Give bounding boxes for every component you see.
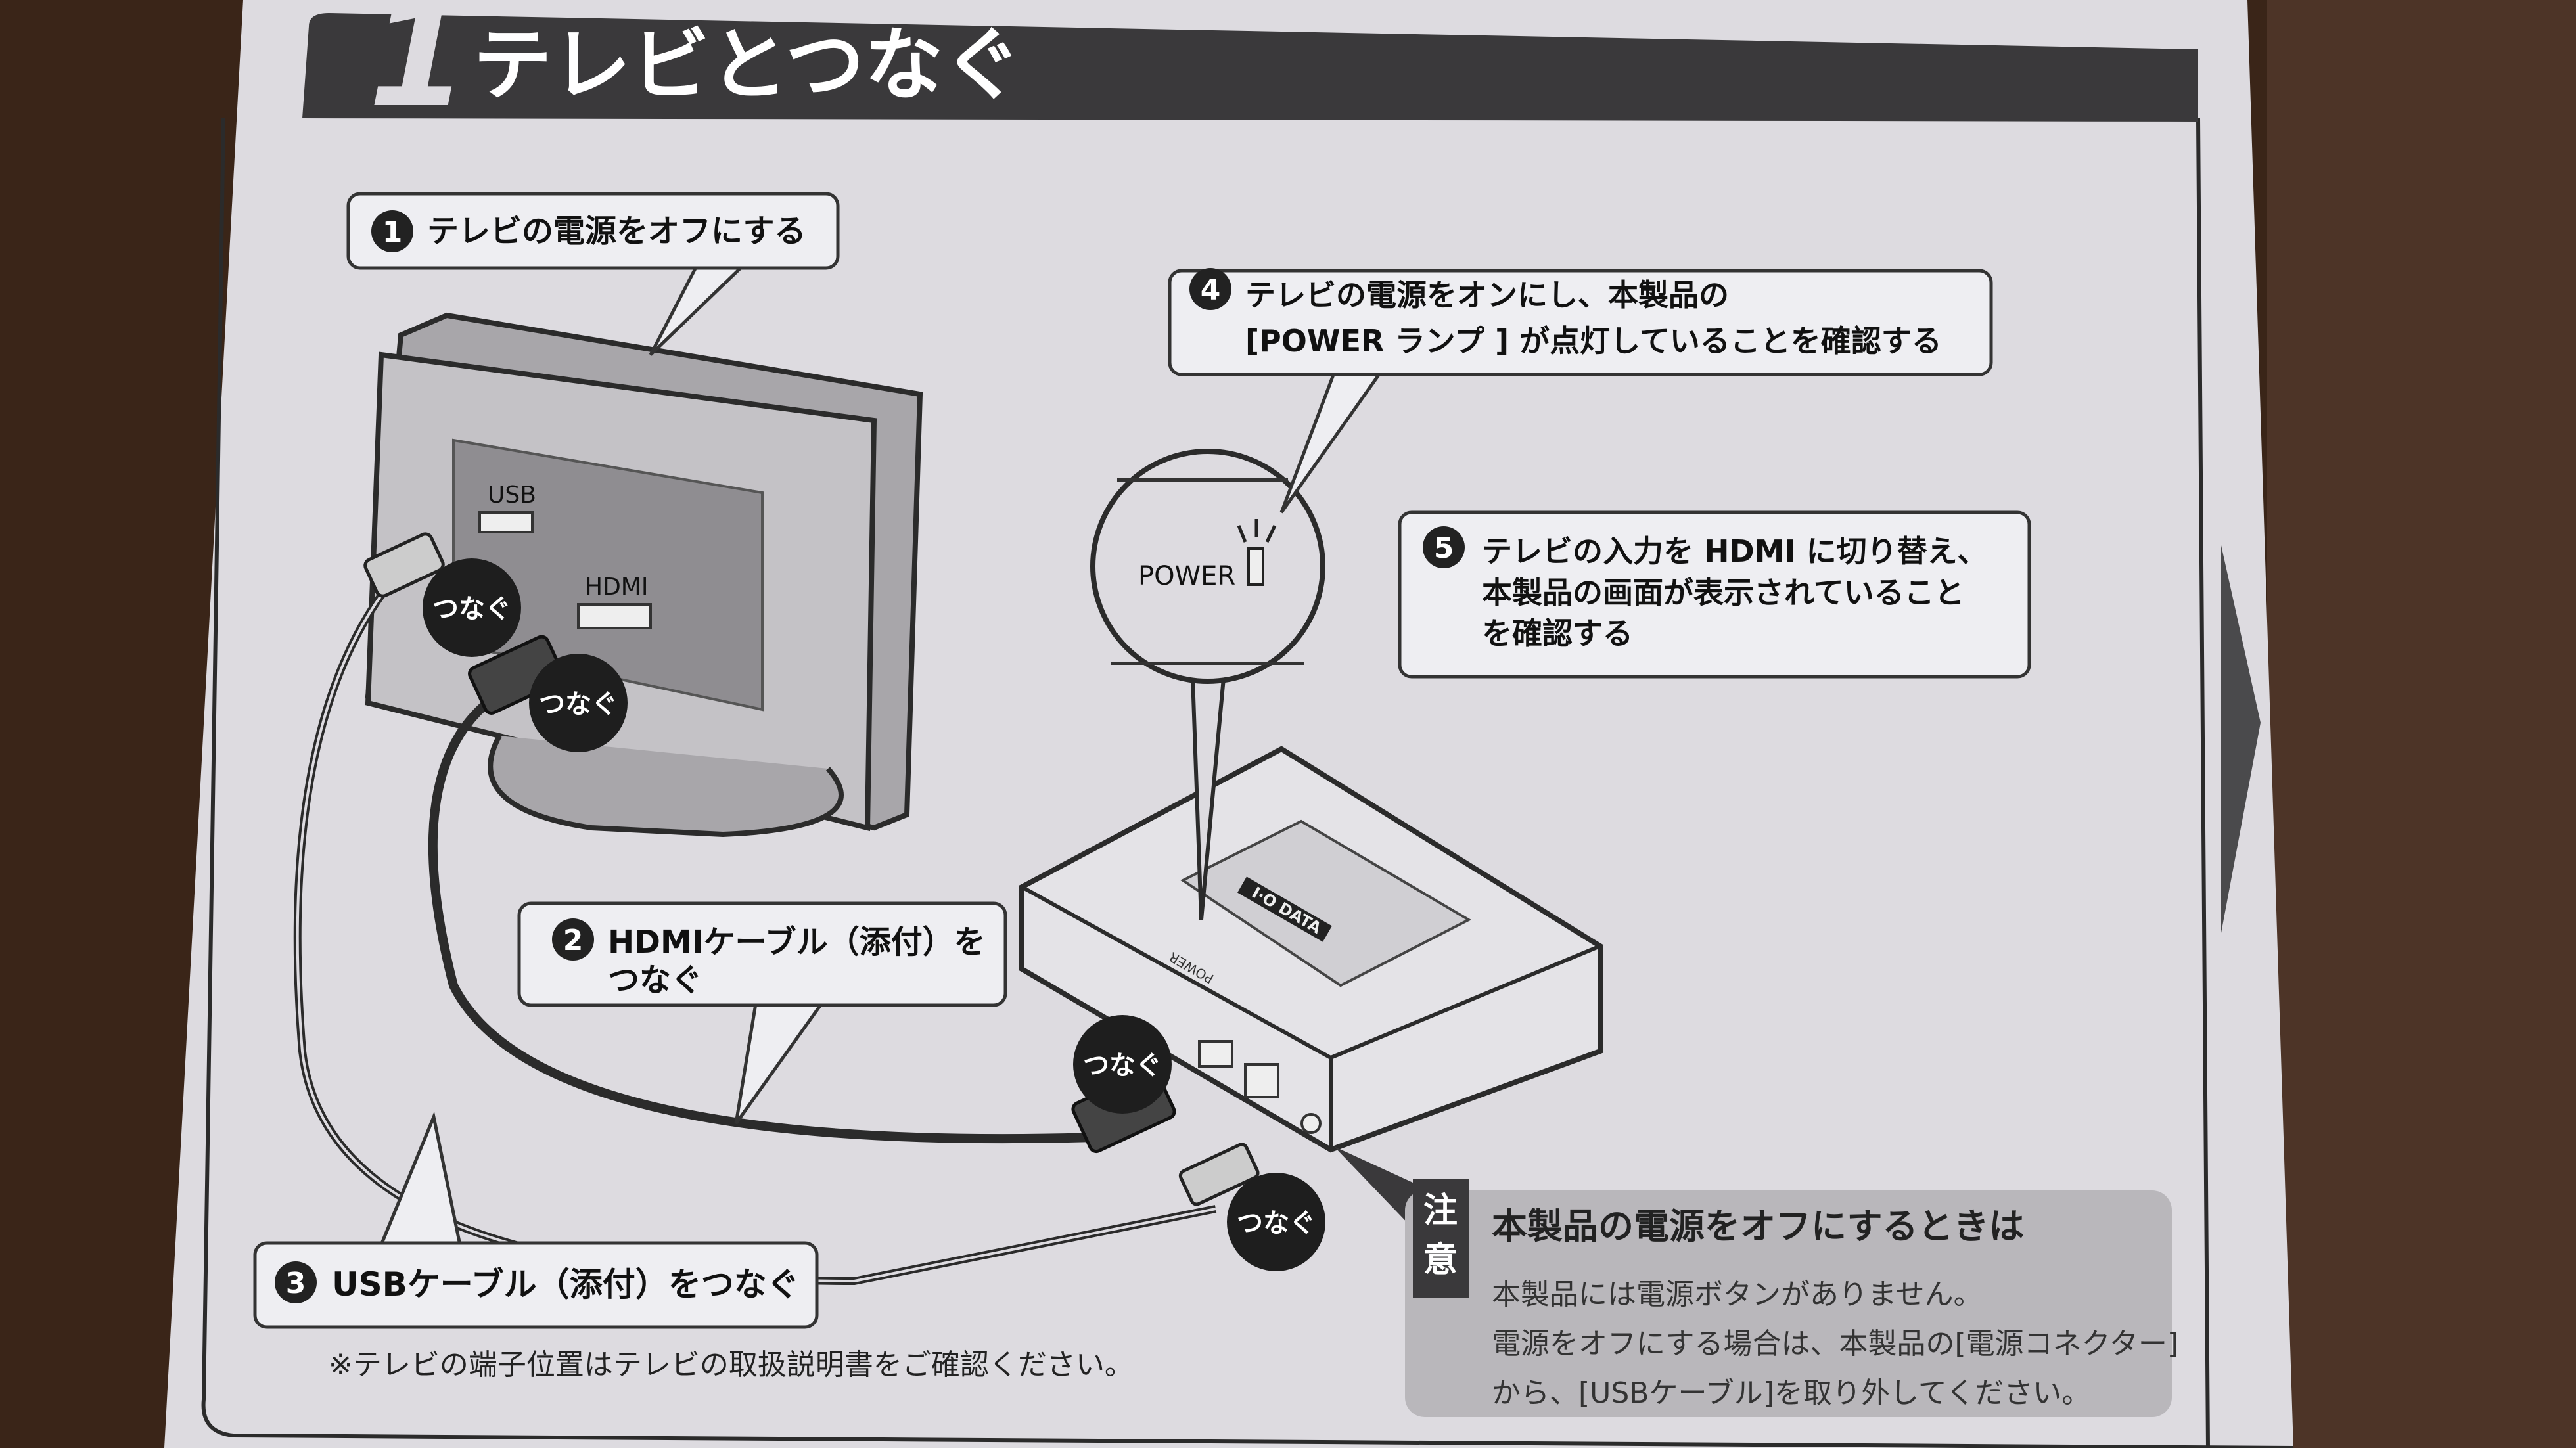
svg-text:つなぐ: つなぐ xyxy=(1237,1208,1316,1238)
power-lamp-magnifier: POWER xyxy=(1090,449,1325,920)
header-title: テレビとつなぐ xyxy=(473,20,1022,111)
caution-box: 注 意 本製品の電源をオフにするときは 本製品には電源ボタンがありません。 電源… xyxy=(1334,1146,2178,1417)
caution-body-line: 電源をオフにする場合は、本製品の[電源コネクター] xyxy=(1492,1327,2178,1361)
brand-logo xyxy=(1237,876,1332,942)
caution-title: 本製品の電源をオフにするときは xyxy=(1492,1206,2025,1247)
content-frame xyxy=(201,118,2294,1448)
tv-usb-port xyxy=(478,511,534,533)
header-step-number: 1 xyxy=(368,0,469,139)
caution-tab xyxy=(1413,1179,1469,1298)
caution-body-line: 本製品には電源ボタンがありません。 xyxy=(1492,1278,1983,1311)
svg-text:つなぐ: つなぐ xyxy=(608,962,702,999)
svg-text:5: 5 xyxy=(1434,532,1454,565)
step-1-callout: 1 テレビの電源をオフにする xyxy=(346,192,840,356)
hdmi-cable xyxy=(428,685,1118,1144)
connect-badge: つなぐ xyxy=(1227,1173,1325,1271)
tv-hdmi-port xyxy=(577,603,652,629)
step-3-callout: 3 USBケーブル（添付）をつなぐ xyxy=(253,1111,819,1329)
step-number-badge xyxy=(371,210,413,252)
svg-text:テレビの入力を HDMI に切り替え、: テレビの入力を HDMI に切り替え、 xyxy=(1482,533,1988,569)
svg-text:つなぐ: つなぐ xyxy=(539,689,618,719)
connect-badge: つなぐ xyxy=(529,654,628,752)
svg-text:1: 1 xyxy=(382,215,403,249)
svg-text:USBケーブル（添付）をつなぐ: USBケーブル（添付）をつなぐ xyxy=(332,1265,800,1303)
svg-text:本製品の画面が表示されていること: 本製品の画面が表示されていること xyxy=(1482,575,1965,610)
hdmi-plug-tv xyxy=(468,635,566,715)
svg-text:3: 3 xyxy=(286,1267,306,1300)
svg-text:2: 2 xyxy=(563,924,584,957)
svg-text:意: 意 xyxy=(1423,1240,1458,1280)
usb-plug-tv xyxy=(363,532,445,598)
footnote: ※テレビの端子位置はテレビの取扱説明書をご確認ください。 xyxy=(329,1348,1134,1382)
svg-text:注: 注 xyxy=(1423,1191,1458,1231)
device-hdmi-port xyxy=(1198,1040,1233,1068)
device-lan-port xyxy=(1244,1063,1279,1098)
next-page-arrow-icon xyxy=(2221,545,2261,933)
svg-text:4: 4 xyxy=(1201,273,1221,307)
usb-plug-device xyxy=(1178,1143,1260,1206)
caution-body-line: から、[USBケーブル]を取り外してください。 xyxy=(1492,1376,2090,1410)
step-4-callout: 4 テレビの電源をオンにし、本製品の [POWER ランプ ] が点灯しているこ… xyxy=(1168,268,1993,514)
step-5-callout: 5 テレビの入力を HDMI に切り替え、 本製品の画面が表示されていること を… xyxy=(1398,510,2031,679)
plastic-sheet xyxy=(2267,0,2576,1448)
svg-text:つなぐ: つなぐ xyxy=(432,594,511,624)
svg-text:[POWER ランプ ] が点灯していることを確認する: [POWER ランプ ] が点灯していることを確認する xyxy=(1245,323,1942,359)
tv-usb-label: USB xyxy=(488,482,536,509)
svg-text:を確認する: を確認する xyxy=(1482,616,1633,651)
lamp-glow-icon xyxy=(1237,519,1277,543)
power-lamp-label: POWER xyxy=(1138,561,1235,591)
svg-text:テレビの電源をオンにし、本製品の: テレビの電源をオンにし、本製品の xyxy=(1245,277,1729,313)
header-bar xyxy=(302,13,2198,122)
step-2-callout: 2 HDMIケーブル（添付）を つなぐ xyxy=(517,901,1007,1125)
connect-badge: つなぐ xyxy=(1073,1015,1172,1114)
svg-text:テレビの電源をオフにする: テレビの電源をオフにする xyxy=(427,213,806,250)
tv-hdmi-label: HDMI xyxy=(585,574,648,600)
power-lamp-icon xyxy=(1247,547,1264,586)
svg-text:HDMIケーブル（添付）を: HDMIケーブル（添付）を xyxy=(608,924,986,961)
device-power-connector xyxy=(1300,1113,1322,1134)
svg-text:つなぐ: つなぐ xyxy=(1083,1051,1162,1081)
connect-badge: つなぐ xyxy=(423,558,521,657)
